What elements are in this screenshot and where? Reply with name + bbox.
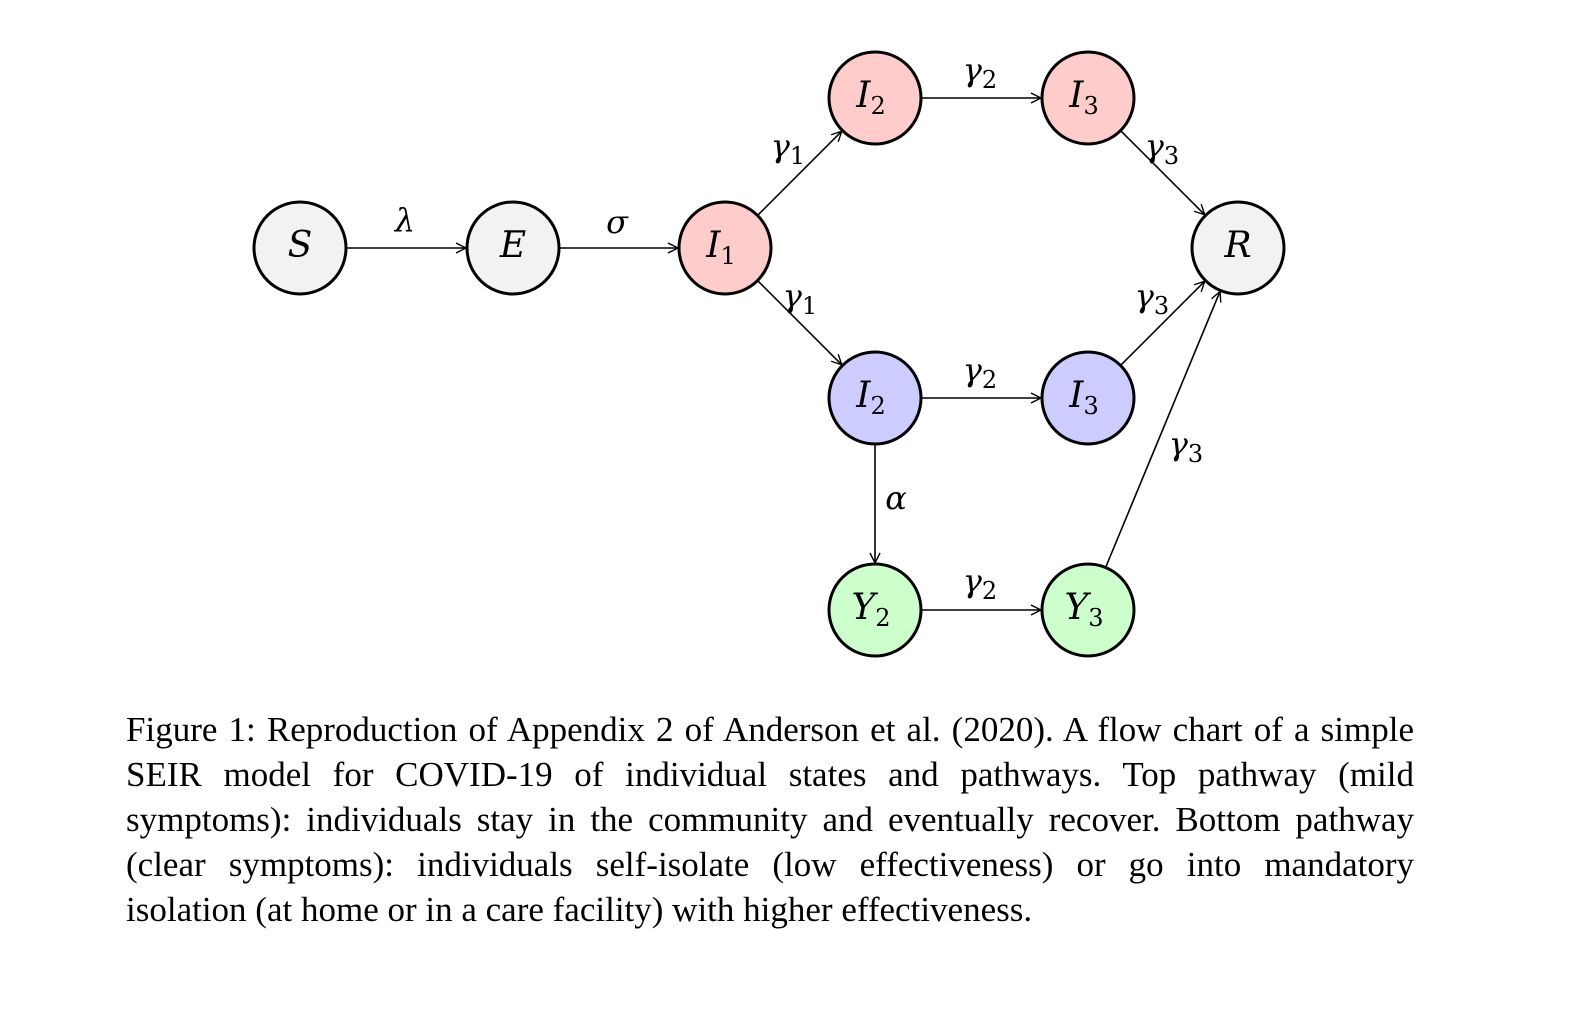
state-node-s [252, 200, 348, 296]
rate-label-s-to-e: λ [393, 201, 415, 239]
state-node-r [1190, 200, 1286, 296]
rate-label-i3bot-to-r: γ3 [1135, 277, 1169, 320]
rate-label-i3top-to-r: γ3 [1145, 127, 1179, 170]
state-label-i3bot: I3 [1068, 375, 1099, 420]
arrow-y3-to-r [1104, 291, 1220, 568]
figure-caption: Figure 1: Reproduction of Appendix 2 of … [126, 710, 1414, 929]
state-node-i2bot [827, 350, 923, 446]
state-label-y3: Y3 [1064, 587, 1103, 632]
rate-label-e-to-i1: σ [606, 203, 629, 241]
state-label-r: R [1223, 225, 1251, 266]
rate-label-y2-to-y3: γ2 [963, 562, 997, 605]
state-node-y3 [1040, 562, 1136, 658]
rate-label-i1-to-i2top: γ1 [771, 127, 805, 170]
state-label-i3top: I3 [1068, 75, 1099, 120]
arrow-i3top-to-r [1119, 129, 1205, 215]
state-label-e: E [499, 225, 526, 266]
state-node-i2top [827, 50, 923, 146]
arrow-i1-to-i2bot [756, 279, 842, 365]
state-label-s: S [288, 225, 313, 266]
state-node-i3top [1040, 50, 1136, 146]
rate-label-i1-to-i2bot: γ1 [783, 277, 817, 320]
rate-label-i2top-to-i3top: γ2 [963, 51, 997, 94]
rate-label-y3-to-r: γ3 [1169, 425, 1203, 468]
arrow-i3bot-to-r [1119, 281, 1205, 367]
state-node-i1 [677, 200, 773, 296]
state-label-y2: Y2 [851, 587, 890, 632]
state-node-i3bot [1040, 350, 1136, 446]
state-label-i2bot: I2 [855, 375, 886, 420]
state-node-e [465, 200, 561, 296]
state-label-i2top: I2 [855, 75, 886, 120]
state-node-y2 [827, 562, 923, 658]
rate-label-i2bot-to-y2: α [885, 479, 907, 517]
rate-label-i2bot-to-i3bot: γ2 [963, 351, 997, 394]
state-label-i1: I1 [705, 225, 736, 270]
arrow-i1-to-i2top [756, 131, 842, 217]
